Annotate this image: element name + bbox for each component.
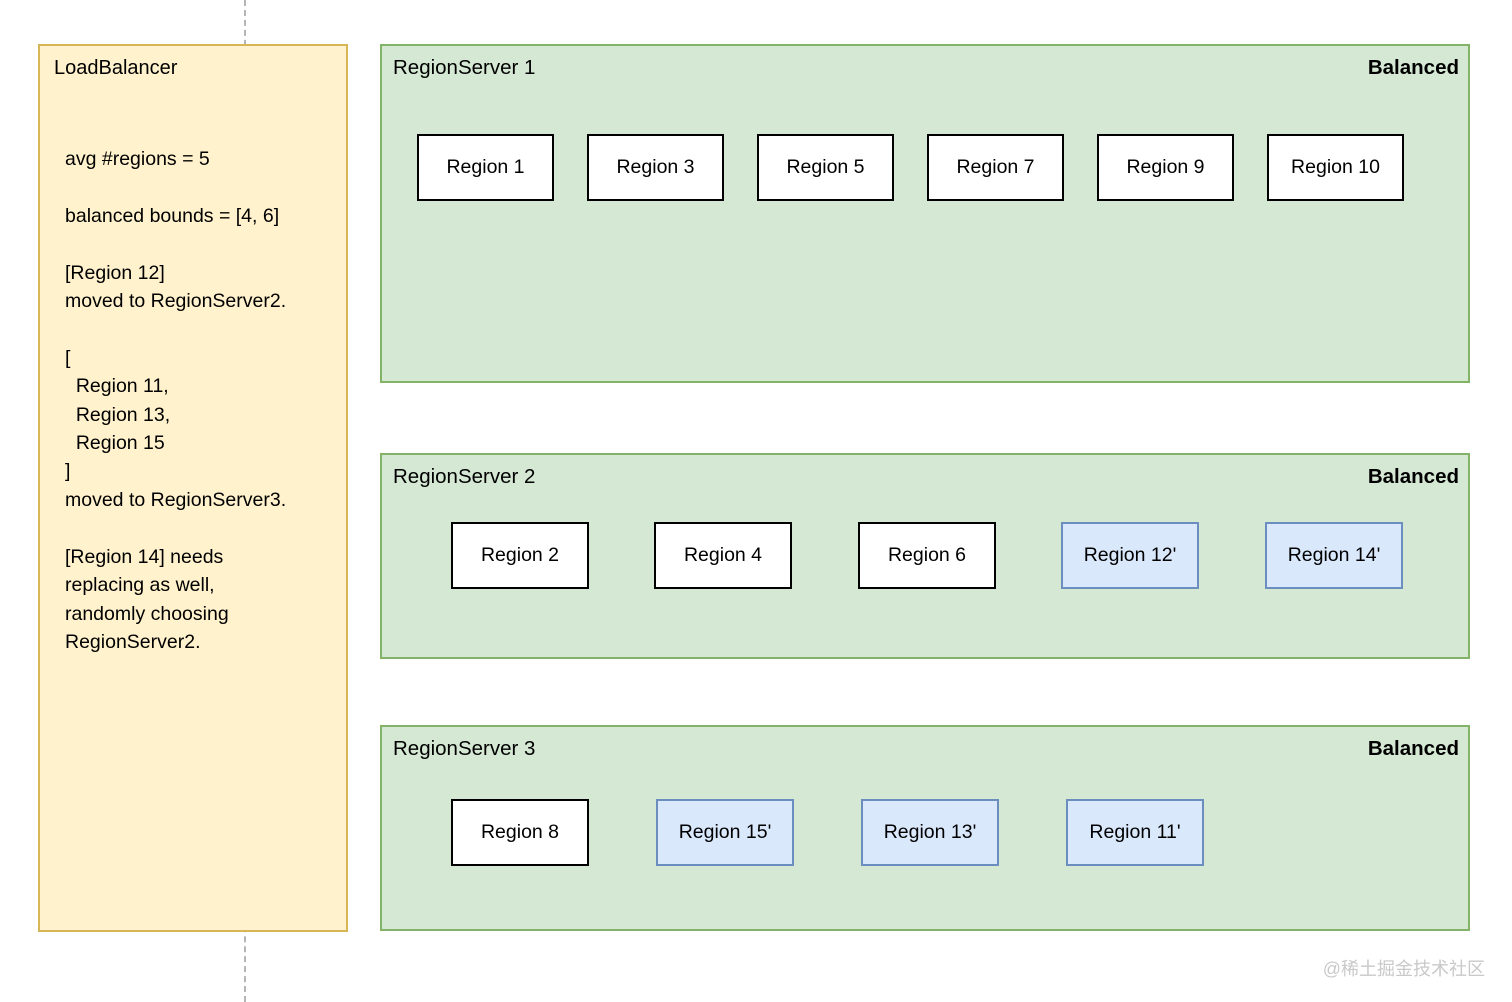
- load-balancer-log: avg #regions = 5 balanced bounds = [4, 6…: [65, 148, 287, 653]
- region-box-region-3: Region 3: [587, 134, 724, 201]
- region-server-1-regions: Region 1 Region 3 Region 5 Region 7 Region 9…: [382, 46, 1468, 381]
- region-server-3-status-badge: Balanced: [1367, 737, 1459, 760]
- region-box-region-8: Region 8: [451, 799, 589, 866]
- region-server-3-panel: RegionServer 3 Balanced Region 8 Region 1…: [380, 725, 1470, 931]
- region-box-region-10: Region 10: [1267, 134, 1404, 201]
- region-box-region-5: Region 5: [757, 134, 894, 201]
- region-server-1-title: RegionServer 1: [393, 56, 536, 79]
- region-server-1-panel: RegionServer 1 Balanced Region 1 Region 3…: [380, 44, 1470, 383]
- region-box-region-15: Region 15': [656, 799, 794, 866]
- load-balancer-panel: LoadBalancer avg #regions = 5 balanced b…: [38, 44, 348, 932]
- load-balancer-title: LoadBalancer: [54, 57, 178, 79]
- region-box-region-6: Region 6: [858, 522, 996, 589]
- region-server-2-panel: RegionServer 2 Balanced Region 2 Region 4…: [380, 453, 1470, 659]
- region-box-region-14: Region 14': [1265, 522, 1403, 589]
- region-box-region-9: Region 9: [1097, 134, 1234, 201]
- region-box-region-7: Region 7: [927, 134, 1064, 201]
- region-server-3-title: RegionServer 3: [393, 737, 536, 760]
- region-server-2-title: RegionServer 2: [393, 465, 536, 488]
- region-server-2-status-badge: Balanced: [1367, 465, 1459, 488]
- region-server-3-regions: Region 8 Region 15' Region 13' Region 11': [382, 727, 1468, 929]
- watermark: @稀土掘金技术社区: [1322, 959, 1485, 979]
- region-box-region-1: Region 1: [417, 134, 554, 201]
- region-box-region-13: Region 13': [861, 799, 999, 866]
- region-box-region-4: Region 4: [654, 522, 792, 589]
- region-server-1-status-badge: Balanced: [1367, 56, 1459, 79]
- region-box-region-2: Region 2: [451, 522, 589, 589]
- region-box-region-12: Region 12': [1061, 522, 1199, 589]
- region-box-region-11: Region 11': [1066, 799, 1204, 866]
